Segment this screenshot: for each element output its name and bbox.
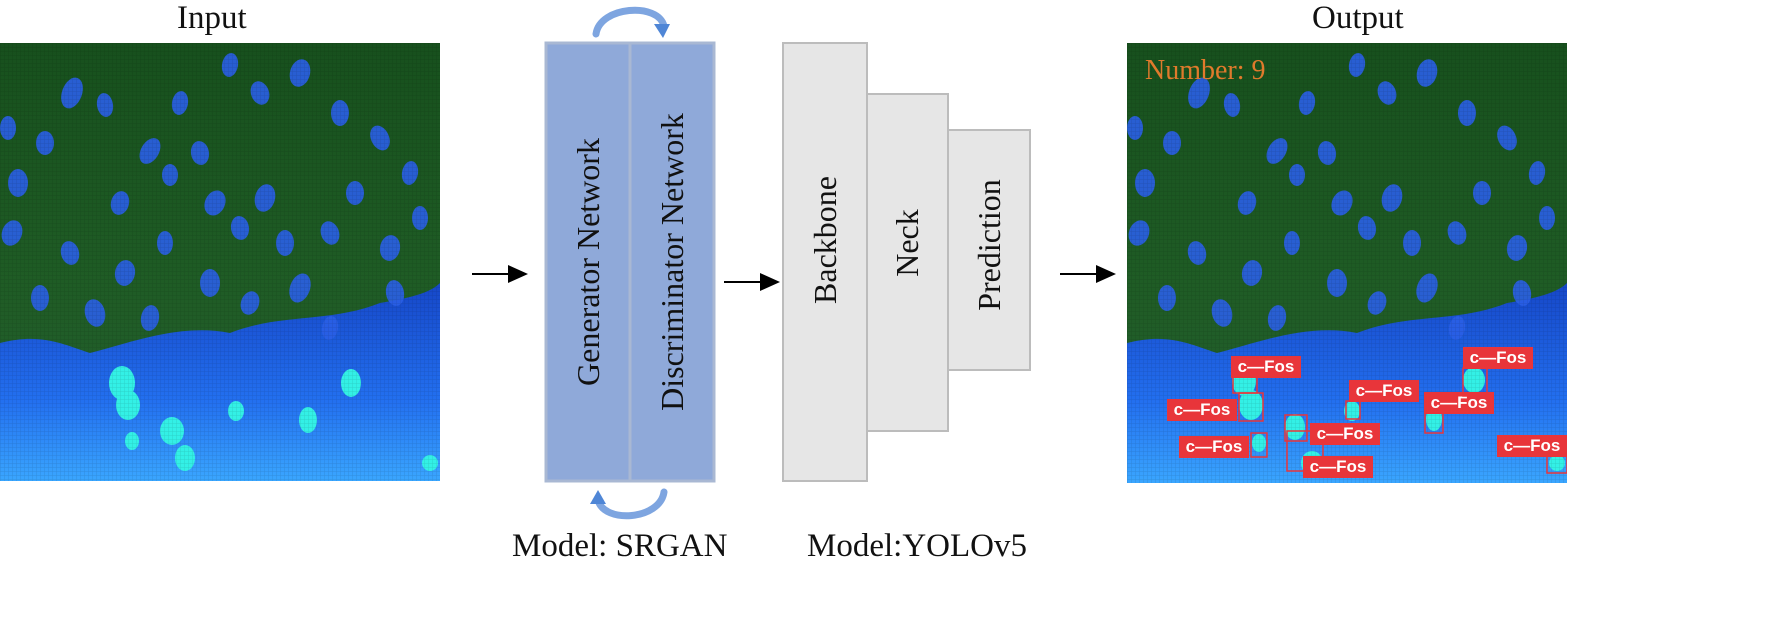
discriminator-network-block <box>628 41 716 483</box>
output-title: Output <box>1312 0 1404 36</box>
detection-label-text: c—Fos <box>1310 457 1367 476</box>
prediction-block <box>947 129 1031 371</box>
detection-label: c—Fos <box>1167 399 1237 421</box>
generator-network-block <box>544 41 632 483</box>
detection-box <box>1284 414 1308 442</box>
detection-label-text: c—Fos <box>1174 400 1231 419</box>
output-image: c—Fos c—Fos c—Fos c—Fos c—Fos c—Fos c—Fos c—Fos… <box>1127 43 1567 483</box>
detection-label: c—Fos <box>1349 380 1419 402</box>
detection-label: c—Fos <box>1497 435 1567 457</box>
arrow-right-icon <box>724 273 780 291</box>
detection-box <box>1238 392 1264 422</box>
detection-label: c—Fos <box>1231 356 1301 378</box>
detection-box <box>1250 432 1268 458</box>
detections-group: c—Fos c—Fos c—Fos c—Fos c—Fos c—Fos c—Fos c—Fos… <box>1167 347 1567 478</box>
detection-label: c—Fos <box>1179 436 1249 458</box>
backbone-label: Backbone <box>807 176 843 304</box>
prediction-label: Prediction <box>971 179 1007 311</box>
detection-label: c—Fos <box>1463 347 1533 369</box>
detection-label-text: c—Fos <box>1317 424 1374 443</box>
detection-label-text: c—Fos <box>1186 437 1243 456</box>
backbone-block <box>782 42 868 482</box>
neck-block <box>865 93 949 432</box>
cycle-arrow-icon <box>590 488 668 520</box>
detection-label-text: c—Fos <box>1431 393 1488 412</box>
detection-label: c—Fos <box>1424 392 1494 414</box>
srgan-block: Generator Network Discriminator Network <box>544 6 716 520</box>
discriminator-network-label: Discriminator Network <box>654 113 690 411</box>
detection-label-text: c—Fos <box>1470 348 1527 367</box>
detection-label: c—Fos <box>1303 456 1373 478</box>
detection-label: c—Fos <box>1310 423 1380 445</box>
detection-label-text: c—Fos <box>1356 381 1413 400</box>
cycle-arrow-icon <box>592 6 670 38</box>
srgan-model-caption: Model: SRGAN <box>512 528 728 564</box>
yolo-block: Backbone Neck Prediction <box>782 42 1031 482</box>
yolo-model-caption: Model:YOLOv5 <box>807 528 1027 564</box>
generator-network-label: Generator Network <box>570 138 606 386</box>
input-title: Input <box>177 0 247 36</box>
arrow-right-icon <box>472 265 528 283</box>
detection-label-text: c—Fos <box>1504 436 1561 455</box>
detection-label-text: c—Fos <box>1238 357 1295 376</box>
detection-count-label: Number: 9 <box>1145 55 1266 86</box>
input-image <box>0 43 440 481</box>
arrow-right-icon <box>1060 265 1116 283</box>
neck-label: Neck <box>889 209 925 277</box>
